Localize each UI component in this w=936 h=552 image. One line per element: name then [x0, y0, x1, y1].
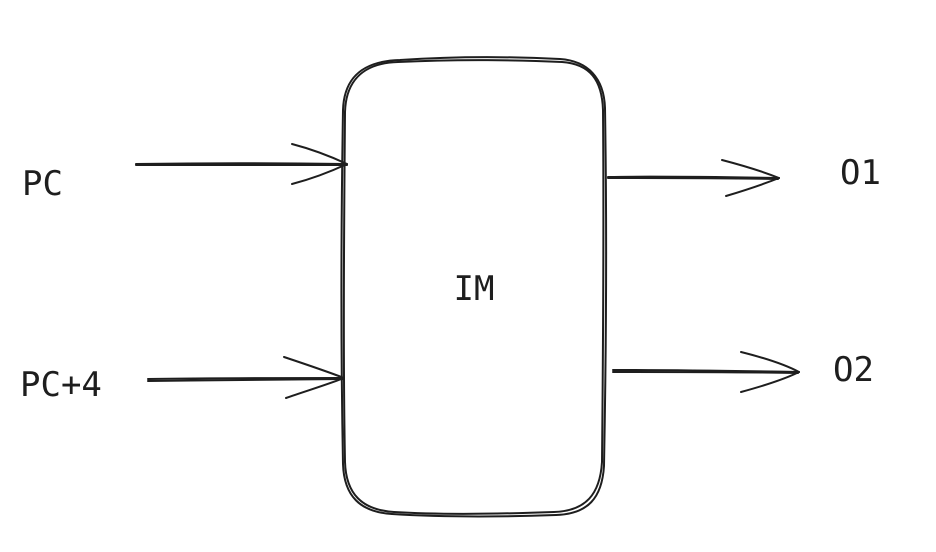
input-pc-plus-4-arrow: [147, 356, 345, 399]
output-o1-label: O1: [840, 153, 881, 193]
input-pc-arrow: [135, 143, 348, 185]
im-block-label: IM: [454, 269, 495, 309]
input-pc-label: PC: [22, 164, 63, 204]
output-o2-label: O2: [833, 350, 874, 390]
output-o2: O2: [612, 350, 874, 393]
output-o1: O1: [607, 153, 881, 197]
input-pc: PC: [22, 143, 348, 204]
input-pc-plus-4-label: PC+4: [20, 365, 102, 405]
im-block[interactable]: IM: [340, 56, 608, 518]
output-o2-arrow: [612, 351, 800, 393]
input-pc-plus-4: PC+4: [20, 356, 345, 405]
output-o1-arrow: [607, 159, 780, 197]
